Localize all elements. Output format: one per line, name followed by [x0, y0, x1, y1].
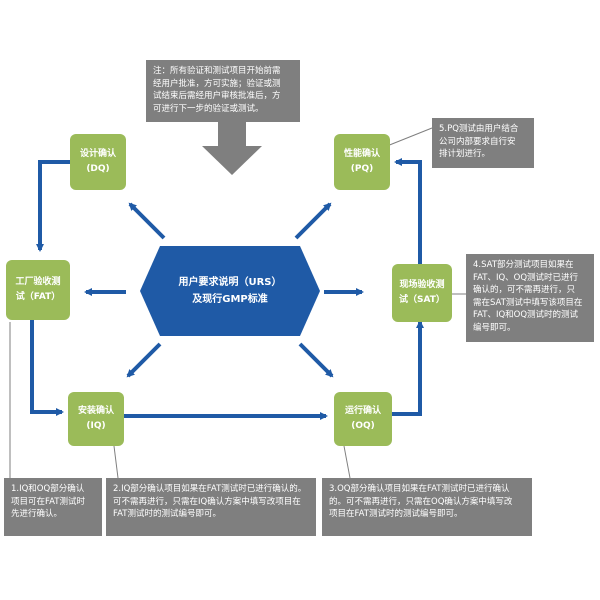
- note-sat: 4.SAT部分测试项目如果在 FAT、IQ、OQ测试时已进行 确认的，可不需再进…: [466, 254, 594, 342]
- note-pq: 5.PQ测试由用户结合 公司内部要求自行安 排计划进行。: [432, 118, 534, 168]
- node-fat-code: 试（FAT）: [15, 292, 61, 302]
- node-sat-name: 现场验收测: [399, 280, 445, 290]
- node-iq: 安装确认 (IQ): [68, 392, 124, 446]
- note-iq-line: FAT测试时的测试编号即可。: [113, 509, 221, 519]
- note-approval-line: 经用户批准，方可实施；验证或测: [153, 78, 281, 89]
- node-dq: 设计确认 (DQ): [70, 134, 126, 190]
- note-iq-oq-fat-line: 项目可在FAT测试时: [11, 496, 85, 507]
- node-fat-name: 工厂验收测: [15, 277, 61, 287]
- note-iq-line: 2.IQ部分确认项目如果在FAT测试时已进行确认的。: [113, 484, 307, 494]
- note-oq-line: 3.OQ部分确认项目如果在FAT测试时已进行确认: [329, 484, 510, 494]
- note-oq: 3.OQ部分确认项目如果在FAT测试时已进行确认 的。可不需再进行，只需在OQ确…: [322, 478, 532, 536]
- note-approval: 注：所有验证和测试项目开始前需 经用户批准，方可实施；验证或测 试结束后需经用户…: [146, 60, 300, 122]
- radial-arrow-oq: [298, 342, 334, 378]
- note-iq-oq-fat: 1.IQ和OQ部分确认 项目可在FAT测试时 先进行确认。: [4, 478, 102, 536]
- flow-sat-to-pq: [394, 158, 422, 264]
- node-dq-code: (DQ): [86, 164, 110, 174]
- node-iq-name: 安装确认: [77, 406, 114, 416]
- center-label: 用户要求说明（URS） 及现行GMP标准: [140, 246, 320, 336]
- note-pq-line: 排计划进行。: [439, 149, 491, 159]
- note-sat-line: 确认的，可不需再进行，只: [473, 285, 576, 295]
- note-iq-oq-fat-line: 先进行确认。: [11, 509, 63, 519]
- note-oq-line: 项目在FAT测试时的测试编号即可。: [329, 509, 463, 519]
- flow-fat-to-iq: [30, 320, 64, 416]
- note-sat-line: 需在SAT测试中填写该项目在: [473, 297, 583, 308]
- leader-pq-note: [381, 127, 433, 149]
- radial-arrow-iq: [126, 342, 162, 378]
- flow-oq-to-sat: [392, 320, 424, 416]
- note-sat-line: FAT、IQ、OQ测试时已进行: [473, 272, 579, 283]
- note-approval-line: 可进行下一步的验证或测试。: [153, 103, 264, 114]
- node-dq-name: 设计确认: [79, 149, 116, 159]
- note-sat-line: 编号即可。: [473, 322, 516, 333]
- note-pq-line: 5.PQ测试由用户结合: [439, 124, 519, 134]
- center-line-2: 及现行GMP标准: [192, 294, 268, 305]
- node-pq-name: 性能确认: [343, 149, 380, 159]
- radial-arrow-dq: [128, 202, 166, 240]
- node-sat-code: 试（SAT）: [399, 295, 445, 305]
- note-oq-line: 的。可不需再进行，只需在OQ确认方案中填写改: [329, 496, 513, 507]
- node-pq-code: (PQ): [350, 164, 374, 174]
- note-approval-line: 试结束后需经用户审核批准后，方: [153, 91, 281, 101]
- center-hexagon: [140, 246, 320, 336]
- node-pq: 性能确认 (PQ): [334, 134, 390, 190]
- note-iq: 2.IQ部分确认项目如果在FAT测试时已进行确认的。 可不需再进行，只需在IQ确…: [106, 478, 316, 536]
- leader-iq-note: [113, 445, 119, 479]
- radial-arrow-pq: [294, 202, 332, 240]
- node-iq-code: (IQ): [86, 421, 106, 431]
- big-down-arrow: [202, 122, 262, 175]
- note-sat-line: 4.SAT部分测试项目如果在: [473, 260, 574, 270]
- leader-oq-note: [343, 445, 351, 479]
- flow-dq-to-fat: [36, 160, 70, 252]
- node-oq-code: (OQ): [351, 421, 375, 431]
- note-sat-line: FAT、IQ和OQ测试时的测试: [473, 310, 579, 320]
- node-oq: 运行确认 (OQ): [334, 392, 392, 446]
- note-approval-line: 注：所有验证和测试项目开始前需: [153, 66, 281, 76]
- note-iq-line: 可不需再进行，只需在IQ确认方案中填写改项目在: [113, 496, 301, 507]
- note-iq-oq-fat-line: 1.IQ和OQ部分确认: [11, 484, 85, 494]
- node-fat: 工厂验收测 试（FAT）: [6, 260, 70, 320]
- node-oq-name: 运行确认: [344, 406, 381, 416]
- note-pq-line: 公司内部要求自行安: [439, 136, 516, 147]
- center-line-1: 用户要求说明（URS）: [178, 277, 282, 288]
- node-sat: 现场验收测 试（SAT）: [392, 264, 452, 322]
